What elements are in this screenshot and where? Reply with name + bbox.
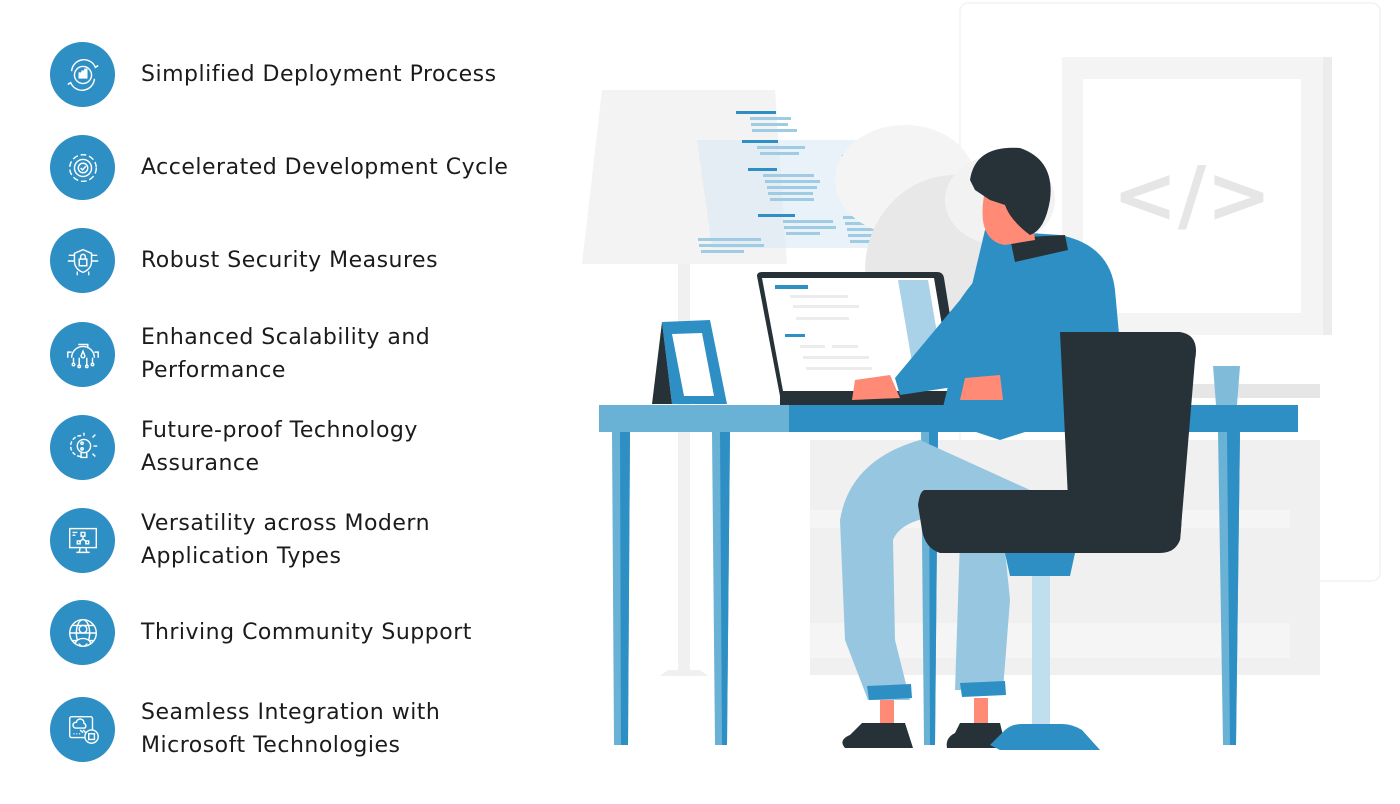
shoe (842, 723, 913, 748)
chair-pole (1032, 576, 1050, 728)
feature-item-scalability: Enhanced Scalability and Performance (50, 321, 430, 387)
feature-label: Versatility across Modern Application Ty… (141, 511, 431, 569)
feature-list: Simplified Deployment Process Accelerate… (50, 0, 570, 804)
feature-label: Simplified Deployment Process (141, 62, 497, 87)
chair-base (990, 724, 1100, 750)
cup (1213, 366, 1240, 405)
monitor-cube-icon (50, 507, 115, 573)
lamp-pole (678, 264, 690, 676)
head (982, 190, 1035, 245)
laptop (757, 272, 963, 396)
background-panel (959, 2, 1381, 582)
feature-item-versatility: Versatility across Modern Application Ty… (50, 507, 430, 573)
feature-label: Enhanced Scalability and Performance (141, 325, 431, 383)
feature-label: Accelerated Development Cycle (141, 155, 509, 180)
feature-item-development: Accelerated Development Cycle (50, 135, 508, 200)
wall-frame (1062, 57, 1332, 335)
desk-top (599, 405, 1298, 432)
hand (852, 375, 900, 400)
feature-item-future-proof: Future-proof Technology Assurance (50, 414, 418, 480)
feature-label: Seamless Integration with Microsoft Tech… (141, 700, 441, 758)
feature-item-community: Thriving Community Support (50, 600, 472, 665)
desk-leg (612, 432, 630, 745)
hair (970, 147, 1051, 235)
gear-network-icon (50, 321, 115, 387)
person-torso (940, 230, 1125, 440)
lamp-shade (582, 90, 787, 264)
shield-lock-circuit-icon (50, 228, 115, 293)
feature-label: Thriving Community Support (141, 620, 472, 645)
chair-back (1060, 332, 1196, 540)
code-symbol: </> (1112, 151, 1271, 241)
gear-lightbulb-icon (50, 414, 115, 480)
feature-item-deployment: Simplified Deployment Process (50, 42, 497, 107)
cloud-chip-icon (50, 696, 115, 762)
deployment-cycle-icon (50, 42, 115, 107)
feature-item-security: Robust Security Measures (50, 228, 438, 293)
gear-check-icon (50, 135, 115, 200)
legs (840, 440, 1030, 700)
feature-item-integration: Seamless Integration with Microsoft Tech… (50, 696, 440, 762)
photo-frame (662, 320, 727, 404)
feature-label: Future-proof Technology Assurance (141, 418, 418, 476)
chair-seat (918, 490, 1182, 553)
globe-user-icon (50, 600, 115, 665)
cabinet (810, 440, 1320, 675)
code-panel (697, 140, 905, 248)
plant-leaves (835, 125, 975, 235)
feature-label: Robust Security Measures (141, 248, 439, 273)
